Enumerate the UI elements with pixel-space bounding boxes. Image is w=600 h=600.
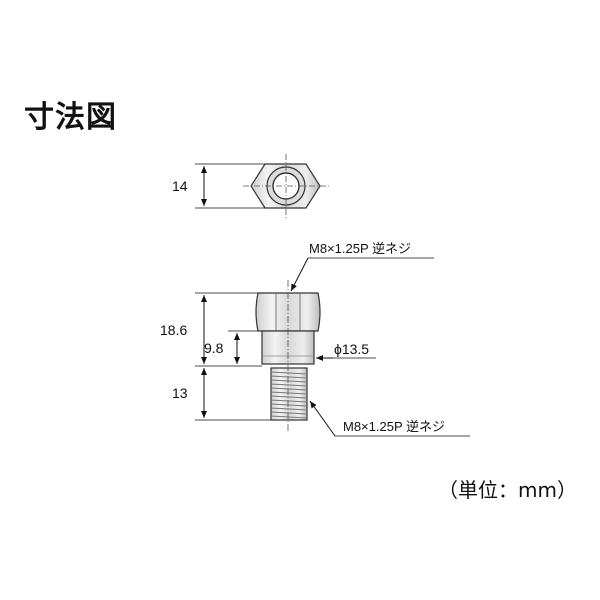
dimension-collar-diameter: ϕ13.5	[316, 341, 376, 361]
label-total-height: 18.6	[160, 322, 187, 338]
label-collar-diameter: ϕ13.5	[334, 341, 369, 357]
label-thread-length: 13	[172, 385, 188, 401]
label-collar-height: 9.8	[204, 340, 224, 356]
dimension-thread-length: 13	[172, 368, 271, 421]
hex-top-view	[243, 154, 330, 218]
label-top-thread: M8×1.25P 逆ネジ	[309, 241, 411, 256]
callout-bottom-thread: M8×1.25P 逆ネジ	[309, 400, 470, 437]
label-hex-width: 14	[172, 178, 188, 194]
dimension-total-height: 18.6	[160, 292, 262, 367]
unit-note: （単位：mm）	[438, 478, 577, 502]
dimension-collar-height: 9.8	[204, 330, 258, 364]
callout-top-thread: M8×1.25P 逆ネジ	[290, 241, 434, 292]
page-title: 寸法図	[24, 100, 117, 135]
fitting-side-view	[255, 280, 321, 432]
label-bottom-thread: M8×1.25P 逆ネジ	[343, 419, 445, 434]
dimension-hex-width: 14	[172, 163, 265, 209]
